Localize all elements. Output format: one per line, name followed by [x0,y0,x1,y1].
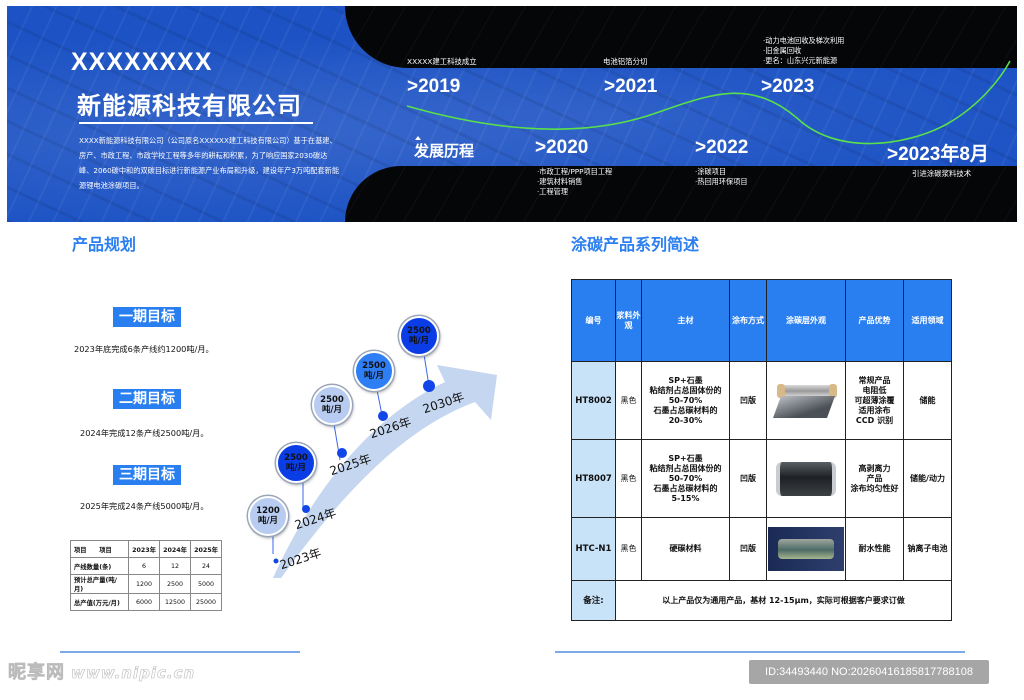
title-underline [79,122,313,124]
timeline-notes-2023: ·动力电池回收及梯次利用 ·旧金属回收 ·更名：山东兴元新能源 [763,36,845,65]
appearance-cell [766,517,846,581]
history-label: 发展历程 [414,142,475,160]
material-cell: 硬碳材料 [641,517,730,581]
product-series-table: 编号 浆料外观 主材 涂布方式 涂碳层外观 产品优势 适用领域 HT8002 黑… [571,279,952,621]
material-cell: SP+石墨 粘结剂占总固体份的 50-70% 石墨占总碳材料的 20-30% [641,361,730,440]
timeline-notes-2020: ·市政工程/PPP项目工程 ·建筑材料销售 ·工程管理 [537,167,613,196]
note-text: 以上产品仅为通用产品，基材 12-15μm，实际可根据客户要求订做 [615,580,952,621]
phase-2-tag: 二期目标 [113,389,181,409]
advantage-cell: 耐水性能 [845,517,904,581]
header-appearance: 涂碳层外观 [766,279,846,362]
phase-1-desc: 2023年底完成6条产线约1200吨/月。 [74,344,214,354]
footer-divider-right [555,651,965,653]
timeline-note-2021: 电池铝箔分切 [603,57,648,66]
product-code: HT8002 [571,361,616,440]
header-coating: 涂布方式 [729,279,767,362]
planning-title: 产品规划 [72,235,137,254]
capacity-summary-table: 项目 项目 2023年 2024年 2025年 产线数量(条) 6 12 24 … [70,540,222,611]
table-row: 总产值(万元/月) 6000 12500 25000 [70,593,222,611]
application-field: 储能/动力 [903,439,952,518]
application-field: 钠离子电池 [903,517,952,581]
table-row: HTC-N1 黑色 硬碳材料 凹版 耐水性能 钠离子电池 [571,517,952,581]
timeline-year-2019: >2019 [407,76,461,97]
timeline-year-2023: >2023 [761,76,815,97]
image-id-badge: ID:34493440 NO:20260416185817788108 [749,660,989,684]
timeline-year-2023-aug: >2023年8月 [887,144,989,165]
product-code: HT8007 [571,439,616,518]
appearance-cell [766,361,846,440]
header-material: 主材 [641,279,730,362]
slurry-color: 黑色 [615,517,642,581]
coating-method: 凹版 [729,517,767,581]
advantage-cell: 高剥离力 产品 涂布均匀性好 [845,439,904,518]
foil-roll-image [772,383,839,419]
product-code: HTC-N1 [571,517,616,581]
company-intro: XXXX新能源科技有限公司（公司原名XXXXXX建工科技有限公司）基于在基建、房… [79,136,340,190]
table-row: 项目 项目 2023年 2024年 2025年 [70,540,222,558]
table-row: HT8007 黑色 SP+石墨 粘结剂占总固体份的 50-70% 石墨占总碳材料… [571,439,952,518]
timeline-year-2022: >2022 [695,137,749,158]
timeline-wave-icon [406,60,1011,145]
header-advantage: 产品优势 [845,279,904,362]
coating-method: 凹版 [729,439,767,518]
table-note-row: 备注: 以上产品仅为通用产品，基材 12-15μm，实际可根据客户要求订做 [571,580,952,621]
note-label: 备注: [571,580,616,621]
table-row: HT8002 黑色 SP+石墨 粘结剂占总固体份的 50-70% 石墨占总碳材料… [571,361,952,440]
table-row: 预计总产量(吨/月) 1200 2500 5000 [70,574,222,594]
advantage-cell: 常规产品 电阻低 可超薄涂覆 适用涂布 CCD 识别 [845,361,904,440]
header-code: 编号 [571,279,616,362]
brand-name: XXXXXXXX [71,48,213,76]
hero-banner: XXXXXXXX 新能源科技有限公司 XXXX新能源科技有限公司（公司原名XXX… [7,6,1017,222]
phase-3-tag: 三期目标 [113,465,181,485]
banner-dark-band-bottom [345,166,1017,222]
phase-3-desc: 2025年完成24条产线5000吨/月。 [80,501,209,511]
table-header-row: 编号 浆料外观 主材 涂布方式 涂碳层外观 产品优势 适用领域 [571,279,952,362]
timeline-year-2021: >2021 [604,76,658,97]
header-slurry: 浆料外观 [615,279,642,362]
footer-divider-left [60,651,300,653]
application-field: 储能 [903,361,952,440]
table-row: 产线数量(条) 6 12 24 [70,557,222,575]
phase-1-tag: 一期目标 [113,307,181,327]
timeline-note-2023-aug: 引进涂碳浆料技术 [912,169,972,178]
material-cell: SP+石墨 粘结剂占总固体份的 50-70% 石墨占总碳材料的 5-15% [641,439,730,518]
appearance-cell [766,439,846,518]
hard-carbon-roll-image [768,527,844,571]
timeline-note-2019: XXXXX建工科技成立 [407,57,477,66]
coating-method: 凹版 [729,361,767,440]
slurry-color: 黑色 [615,439,642,518]
black-roll-image [776,461,836,496]
products-title: 涂碳产品系列简述 [571,235,700,254]
slurry-color: 黑色 [615,361,642,440]
header-field: 适用领域 [903,279,952,362]
banner-dark-band-top [345,6,1017,68]
timeline-year-2020: >2020 [535,137,589,158]
history-marker-icon [415,136,421,140]
company-name: 新能源科技有限公司 [77,92,302,120]
phase-2-desc: 2024年完成12条产线2500吨/月。 [80,428,209,438]
timeline-notes-2022: ·涂碳项目 ·热回用环保项目 [695,167,748,186]
